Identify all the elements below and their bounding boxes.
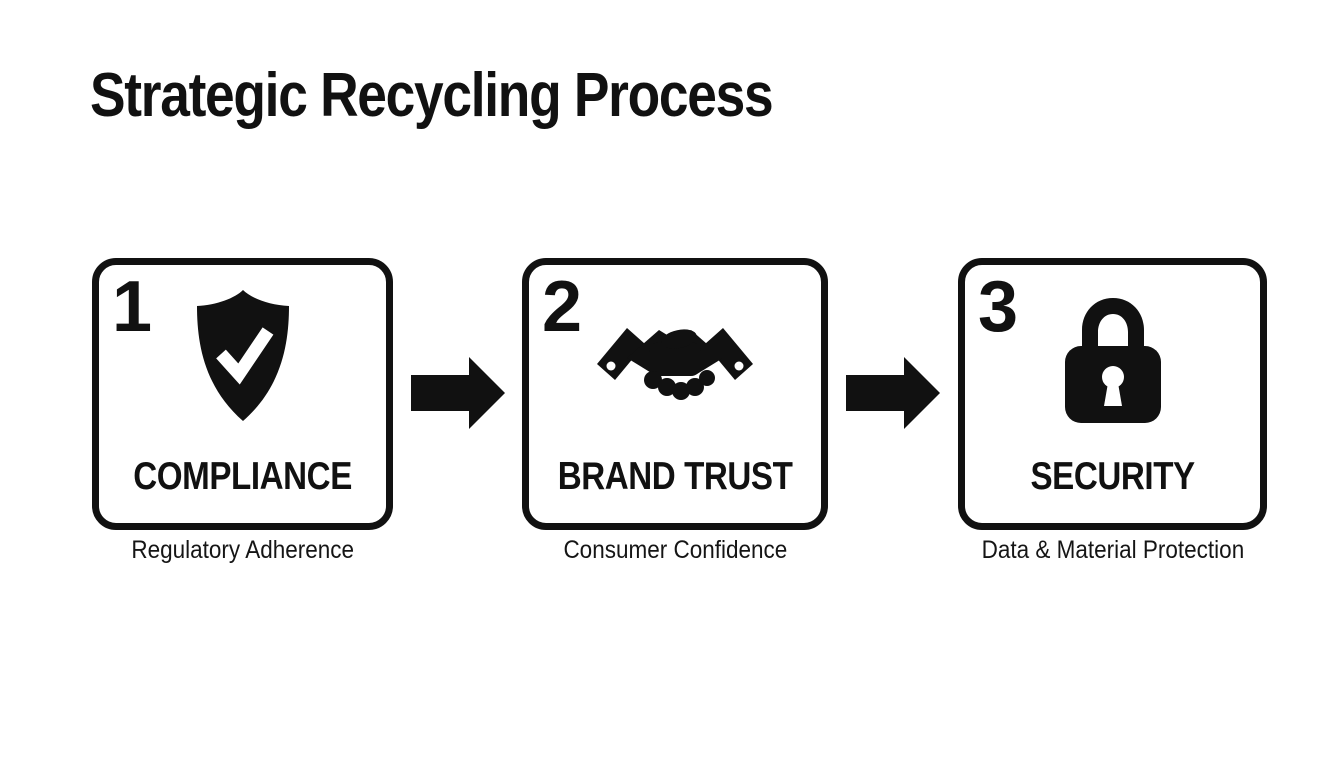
step-label-wrap: SECURITY xyxy=(965,455,1260,499)
page-title: Strategic Recycling Process xyxy=(90,61,774,130)
step-label: COMPLIANCE xyxy=(133,455,352,498)
step-label: SECURITY xyxy=(1030,455,1195,498)
lock-icon xyxy=(1064,293,1161,430)
step-caption: Consumer Confidence xyxy=(563,536,787,564)
step-label-wrap: BRAND TRUST xyxy=(529,455,821,499)
step-caption-wrap: Regulatory Adherence xyxy=(62,536,423,565)
step-caption: Data & Material Protection xyxy=(981,536,1244,564)
step-number: 1 xyxy=(112,267,153,347)
step-card-compliance: 1 COMPLIANCE xyxy=(92,258,393,530)
step-card-brand-trust: 2 BRAND TRUST xyxy=(522,258,828,530)
step-card-security: 3 SECURITY xyxy=(958,258,1267,530)
step-number: 3 xyxy=(978,267,1019,347)
arrow-right-icon xyxy=(846,357,940,429)
step-caption: Regulatory Adherence xyxy=(131,536,354,564)
handshake-icon xyxy=(595,308,755,413)
step-caption-wrap: Consumer Confidence xyxy=(492,536,858,565)
shield-check-icon xyxy=(192,287,294,429)
step-label: BRAND TRUST xyxy=(557,455,793,498)
step-caption-wrap: Data & Material Protection xyxy=(928,536,1297,565)
step-label-wrap: COMPLIANCE xyxy=(99,455,386,499)
arrow-right-icon xyxy=(411,357,505,429)
step-number: 2 xyxy=(542,267,583,347)
